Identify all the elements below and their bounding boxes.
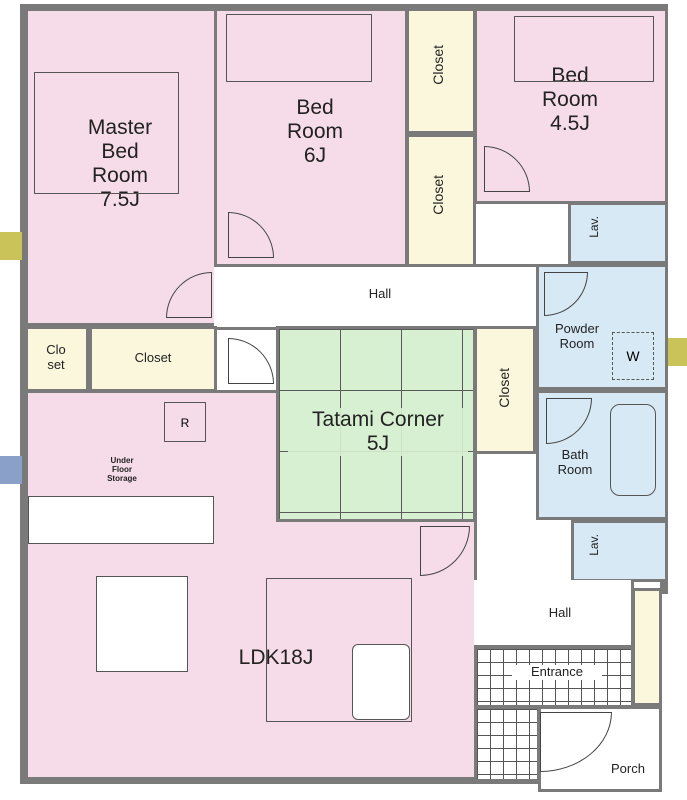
master-bed-room <box>25 8 217 326</box>
window-marker-west-2 <box>0 456 22 484</box>
window-marker-east <box>668 338 687 366</box>
kitchen-counter <box>28 496 214 544</box>
washer-space: W <box>612 332 654 380</box>
shoe-cabinet <box>632 588 662 706</box>
closet-left-small-label: Clo set <box>46 342 66 372</box>
outer-wall-bottom <box>20 776 540 784</box>
closet-tatami <box>474 326 536 454</box>
coffee-table <box>352 644 410 720</box>
closet-top-label: Closet <box>430 45 446 85</box>
porch-label: Porch <box>611 761 645 776</box>
closet-left-label: Closet <box>134 350 172 365</box>
bed-6j-label: Bed Room 6J <box>286 96 344 168</box>
bed-furniture <box>226 14 372 82</box>
entrance-steps <box>474 706 540 782</box>
door-ldk[interactable] <box>228 338 274 384</box>
outer-wall-left <box>20 4 28 784</box>
lavatory-bottom <box>568 520 668 582</box>
closet-left <box>89 326 217 392</box>
hall-upper <box>214 264 536 330</box>
closet-left-small <box>25 326 89 392</box>
bed-furniture <box>34 72 179 194</box>
entrance-label: Entrance <box>512 664 602 680</box>
lav-top-label: Lav. <box>587 216 601 238</box>
hall-lower-label: Hall <box>548 605 572 620</box>
hall-lower-ext <box>474 580 634 648</box>
hall-upper-label: Hall <box>368 286 392 301</box>
lav-bottom-label: Lav. <box>587 534 601 556</box>
under-floor-storage-label: Under Floor Storage <box>107 456 137 484</box>
window-marker-west <box>0 232 22 260</box>
dining-table <box>96 576 188 672</box>
lavatory-top <box>568 202 668 264</box>
sofa <box>266 578 412 722</box>
bed-furniture <box>514 16 654 82</box>
closet-mid-label: Closet <box>430 175 446 215</box>
refrigerator-space: R <box>164 402 206 442</box>
ldk-label: LDK18J <box>238 646 314 669</box>
closet-tatami-label: Closet <box>496 368 512 408</box>
powder-label: Powder Room <box>554 321 600 351</box>
master-bed-label: Master Bed Room 7.5J <box>87 116 153 212</box>
bathtub <box>610 404 656 496</box>
tatami-label: Tatami Corner 5J <box>288 408 468 457</box>
bath-label: Bath Room <box>557 447 593 477</box>
